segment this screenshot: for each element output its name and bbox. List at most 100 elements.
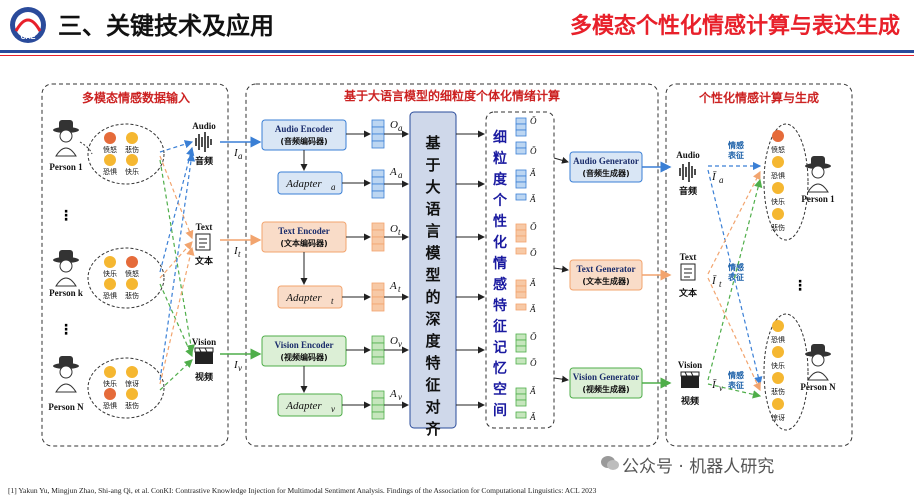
svg-text:Text Generator: Text Generator bbox=[577, 264, 636, 274]
svg-text:悲伤: 悲伤 bbox=[125, 401, 139, 410]
audio-output: Audio 音频 bbox=[676, 150, 700, 197]
person-k-in: Person k bbox=[49, 250, 83, 298]
svg-text:视频: 视频 bbox=[195, 371, 213, 383]
svg-text:Vision Encoder: Vision Encoder bbox=[275, 340, 334, 350]
vision-encoder: Vision Encoder (视频编码器) bbox=[261, 335, 347, 367]
svg-text:视频: 视频 bbox=[681, 395, 699, 407]
emotion-icons-p1: 愤怒 悲伤 恐惧 快乐 bbox=[103, 132, 139, 176]
svg-text:恐惧: 恐惧 bbox=[103, 167, 117, 176]
svg-text:Adapter: Adapter bbox=[285, 400, 322, 412]
document-icon bbox=[680, 263, 696, 281]
emotion-bubble bbox=[763, 123, 809, 241]
svg-text:Ā: Ā bbox=[529, 412, 536, 422]
input-section-title: 多模态情感数据输入 bbox=[82, 90, 190, 105]
svg-text:v: v bbox=[719, 383, 723, 393]
svg-text:Person N: Person N bbox=[48, 402, 84, 412]
person-icon bbox=[805, 344, 831, 381]
svg-text:Text: Text bbox=[680, 252, 697, 262]
vision-output: Vision 视频 bbox=[678, 360, 702, 407]
svg-text:快乐: 快乐 bbox=[771, 361, 785, 370]
svg-text:Ā: Ā bbox=[529, 386, 536, 396]
emotion-icons-pk: 快乐 愤怒 恐惧 悲伤 bbox=[103, 256, 139, 300]
memory-to-generator-arrows bbox=[553, 156, 569, 383]
svg-text:情感表征: 情感表征 bbox=[727, 262, 744, 282]
svg-text:悲伤: 悲伤 bbox=[771, 223, 785, 232]
svg-text:恐惧: 恐惧 bbox=[103, 401, 117, 410]
svg-text:Ō: Ō bbox=[530, 116, 537, 126]
svg-text:恐惧: 恐惧 bbox=[771, 335, 785, 344]
llm-section-title: 基于大语言模型的细粒度个体化情绪计算 bbox=[343, 88, 560, 103]
emotion-bubble bbox=[87, 247, 165, 309]
slide-subtitle: 多模态个性化情感计算与表达生成 bbox=[569, 14, 900, 39]
svg-text:t: t bbox=[331, 296, 334, 306]
svg-text:Audio: Audio bbox=[676, 150, 700, 160]
vision-modality: Vision 视频 bbox=[192, 337, 216, 383]
text-adapter: Adapter t bbox=[277, 285, 343, 309]
output-label-text: Ī bbox=[711, 275, 717, 287]
svg-text:Audio Encoder: Audio Encoder bbox=[275, 124, 333, 134]
output-label-audio: Ī bbox=[711, 171, 717, 183]
svg-text:(音频生成器): (音频生成器) bbox=[582, 168, 629, 178]
text-output: Text 文本 bbox=[678, 252, 698, 299]
svg-text:Ō: Ō bbox=[530, 222, 537, 232]
svg-text:(视频编码器): (视频编码器) bbox=[280, 352, 327, 362]
svg-text:Ā: Ā bbox=[529, 278, 536, 288]
cae-logo: CAE bbox=[8, 5, 48, 45]
emotion-bubble bbox=[763, 313, 809, 431]
svg-text:音频: 音频 bbox=[679, 185, 697, 197]
ellipsis-dots: ⋮ bbox=[793, 278, 807, 294]
svg-text:Audio: Audio bbox=[192, 121, 216, 131]
svg-text:情感表征: 情感表征 bbox=[727, 370, 744, 390]
svg-text:Vision Generator: Vision Generator bbox=[573, 372, 639, 382]
svg-text:O: O bbox=[390, 119, 398, 131]
footnote-citation: [1] Yakun Yu, Mingjun Zhao, Shi-ang Qi, … bbox=[8, 486, 597, 495]
svg-text:恐惧: 恐惧 bbox=[771, 171, 785, 180]
svg-text:Ō: Ō bbox=[530, 146, 537, 156]
clapperboard-icon bbox=[680, 371, 700, 388]
emotion-icons-outn: 恐惧 快乐 悲伤 惊讶 bbox=[771, 320, 785, 422]
waveform-icon bbox=[195, 132, 212, 152]
svg-text:I: I bbox=[233, 147, 239, 159]
ellipsis-dots: ⋮ bbox=[59, 208, 73, 224]
svg-text:a: a bbox=[398, 123, 403, 133]
architecture-diagram: 多模态情感数据输入 基于大语言模型的细粒度个体化情绪计算 个性化情感计算与生成 … bbox=[41, 83, 853, 447]
svg-text:t: t bbox=[398, 227, 401, 237]
vision-generator: Vision Generator (视频生成器) bbox=[569, 367, 643, 399]
person-icon bbox=[53, 356, 79, 393]
svg-text:悲伤: 悲伤 bbox=[125, 145, 139, 154]
person-1-out: Person 1 bbox=[801, 156, 835, 204]
emotion-repr-labels: 情感表征 情感表征 情感表征 bbox=[727, 140, 744, 390]
person-icon bbox=[53, 250, 79, 287]
audio-encoder: Audio Encoder (音频编码器) bbox=[261, 119, 347, 151]
svg-text:Person N: Person N bbox=[800, 382, 836, 392]
waveform-icon bbox=[679, 162, 696, 182]
document-icon bbox=[195, 233, 211, 251]
memory-feature-stacks bbox=[515, 117, 527, 419]
svg-text:(视频生成器): (视频生成器) bbox=[582, 384, 629, 394]
svg-text:Ā: Ā bbox=[529, 194, 536, 204]
svg-text:文本: 文本 bbox=[678, 287, 698, 299]
llm-to-memory-arrows bbox=[456, 130, 485, 409]
emotion-icons-pn: 快乐 惊讶 恐惧 悲伤 bbox=[103, 366, 139, 410]
output-section-title: 个性化情感计算与生成 bbox=[698, 90, 819, 105]
svg-text:t: t bbox=[719, 279, 722, 289]
wechat-icon bbox=[600, 454, 620, 472]
memory-block-text: 细粒度个性化情感特征记忆空间 bbox=[492, 129, 508, 419]
person-1-in: Person 1 bbox=[49, 120, 83, 172]
audio-modality: Audio 音频 bbox=[192, 121, 216, 167]
svg-text:a: a bbox=[238, 151, 243, 161]
vision-adapter: Adapter v bbox=[277, 393, 343, 417]
svg-text:Ō: Ō bbox=[530, 248, 537, 258]
svg-text:悲伤: 悲伤 bbox=[771, 387, 785, 396]
input-section-box bbox=[41, 83, 229, 447]
svg-text:愤怒: 愤怒 bbox=[125, 269, 139, 278]
text-encoder: Text Encoder (文本编码器) bbox=[261, 221, 347, 253]
svg-text:O: O bbox=[390, 223, 398, 235]
feature-stacks bbox=[371, 119, 385, 420]
svg-text:悲伤: 悲伤 bbox=[125, 291, 139, 300]
output-label-vision: Ī bbox=[711, 379, 717, 391]
svg-text:文本: 文本 bbox=[194, 255, 214, 267]
svg-text:愤怒: 愤怒 bbox=[103, 145, 117, 154]
title-rule bbox=[0, 50, 914, 53]
svg-text:惊讶: 惊讶 bbox=[125, 379, 139, 388]
